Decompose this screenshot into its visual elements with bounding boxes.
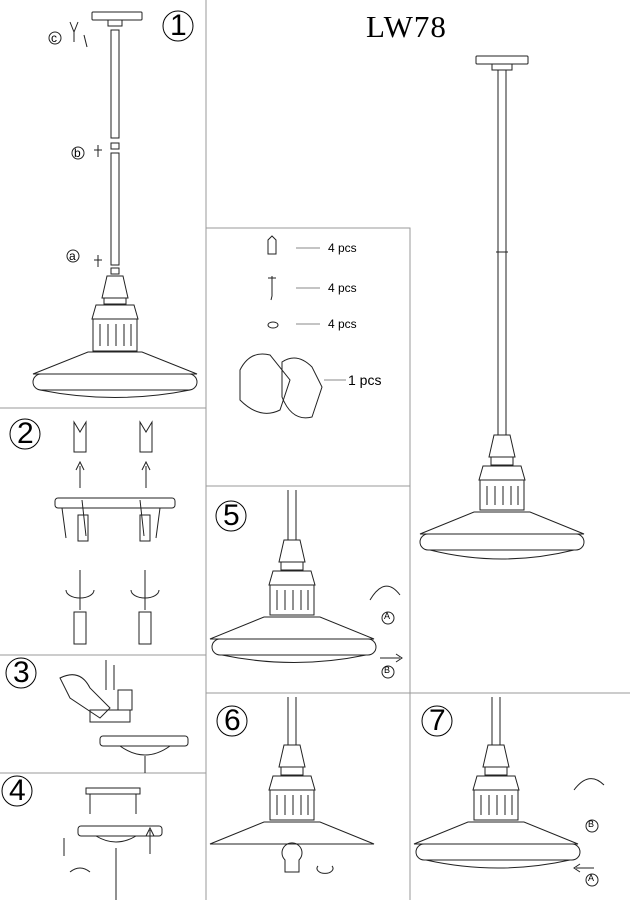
step-number-2: 2 [17,417,34,450]
qty-anchors: 4 pcs [328,241,357,255]
marker-b-step5: B [384,665,391,675]
step7-lamp [413,697,605,887]
step3-diagram [59,660,189,773]
step-number-1: 1 [170,9,187,42]
label-circle-b [71,146,85,160]
label-circle-a [66,249,80,263]
step4-diagram [63,787,163,900]
model-title: LW78 [366,9,447,44]
step-number-7: 7 [429,704,446,737]
marker-a-step5: A [384,611,391,621]
part-label-c: c [51,31,57,45]
step5-lamp [209,490,403,679]
qty-washers: 4 pcs [328,317,357,331]
qty-gloves: 1 pcs [348,372,382,388]
step-number-6: 6 [224,704,241,737]
marker-b-step7: B [588,819,595,829]
part-label-b: b [74,146,81,160]
step-number-5: 5 [223,499,240,532]
hardware-drawings [239,235,346,419]
step-number-4: 4 [9,774,26,807]
qty-screws: 4 pcs [328,281,357,295]
label-circle-c [48,31,62,45]
marker-a-step7: A [588,873,595,883]
step2-diagram [54,420,176,645]
step6-lamp [209,697,375,874]
step-number-3: 3 [13,656,30,689]
part-label-a: a [69,249,76,263]
step1-lamp [32,11,198,398]
main-lamp-illustration [419,55,585,560]
